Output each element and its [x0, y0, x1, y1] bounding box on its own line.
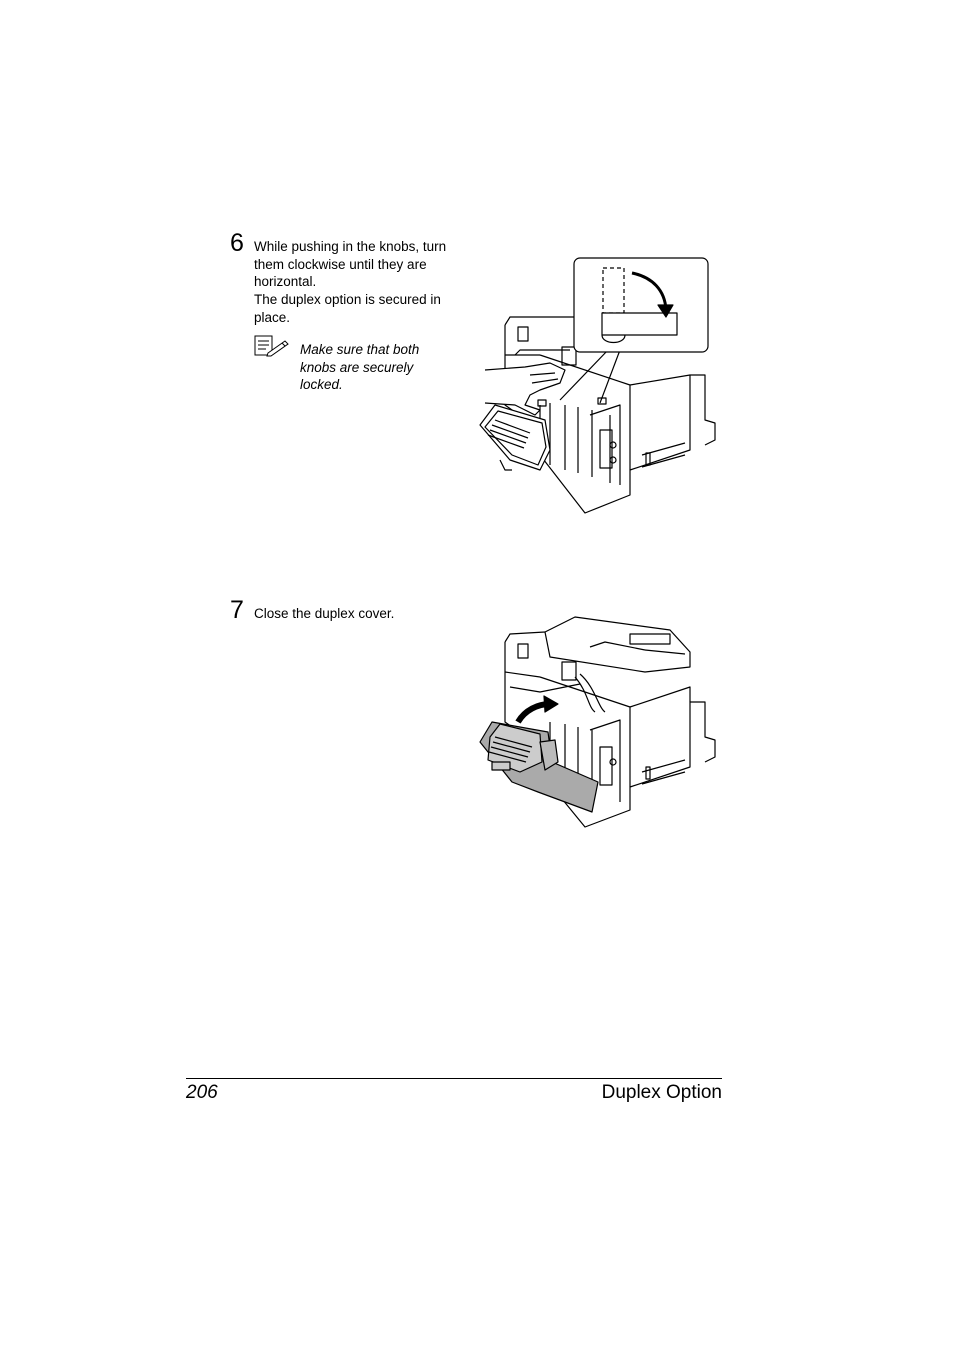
- step-7-line: Close the duplex cover.: [254, 606, 395, 621]
- note-line: Make sure that both: [300, 342, 420, 357]
- note-pencil-icon: [254, 335, 290, 362]
- step-6-line: place.: [254, 309, 291, 325]
- footer-section-title: Duplex Option: [601, 1082, 722, 1103]
- note-line: knobs are securely: [300, 359, 414, 375]
- footer-rule: [186, 1078, 722, 1079]
- printer-close-cover-illustration: [470, 612, 725, 837]
- note-line: locked.: [300, 377, 343, 393]
- printer-knob-turn-illustration: [470, 255, 725, 522]
- step-6-number: 6: [230, 229, 244, 257]
- step-6-line: them clockwise until they are: [254, 256, 427, 272]
- step-6-line: horizontal.: [254, 274, 317, 290]
- step-7-number: 7: [230, 596, 244, 624]
- step-6-note: Make sure that both knobs are securely l…: [300, 341, 419, 394]
- step-6-line: The duplex option is secured in: [254, 292, 441, 308]
- page-number: 206: [186, 1082, 218, 1103]
- step-7-instructions: Close the duplex cover.: [254, 605, 394, 623]
- step-6-instructions: While pushing in the knobs, turn them cl…: [254, 238, 446, 327]
- step-6-line: While pushing in the knobs, turn: [254, 239, 447, 254]
